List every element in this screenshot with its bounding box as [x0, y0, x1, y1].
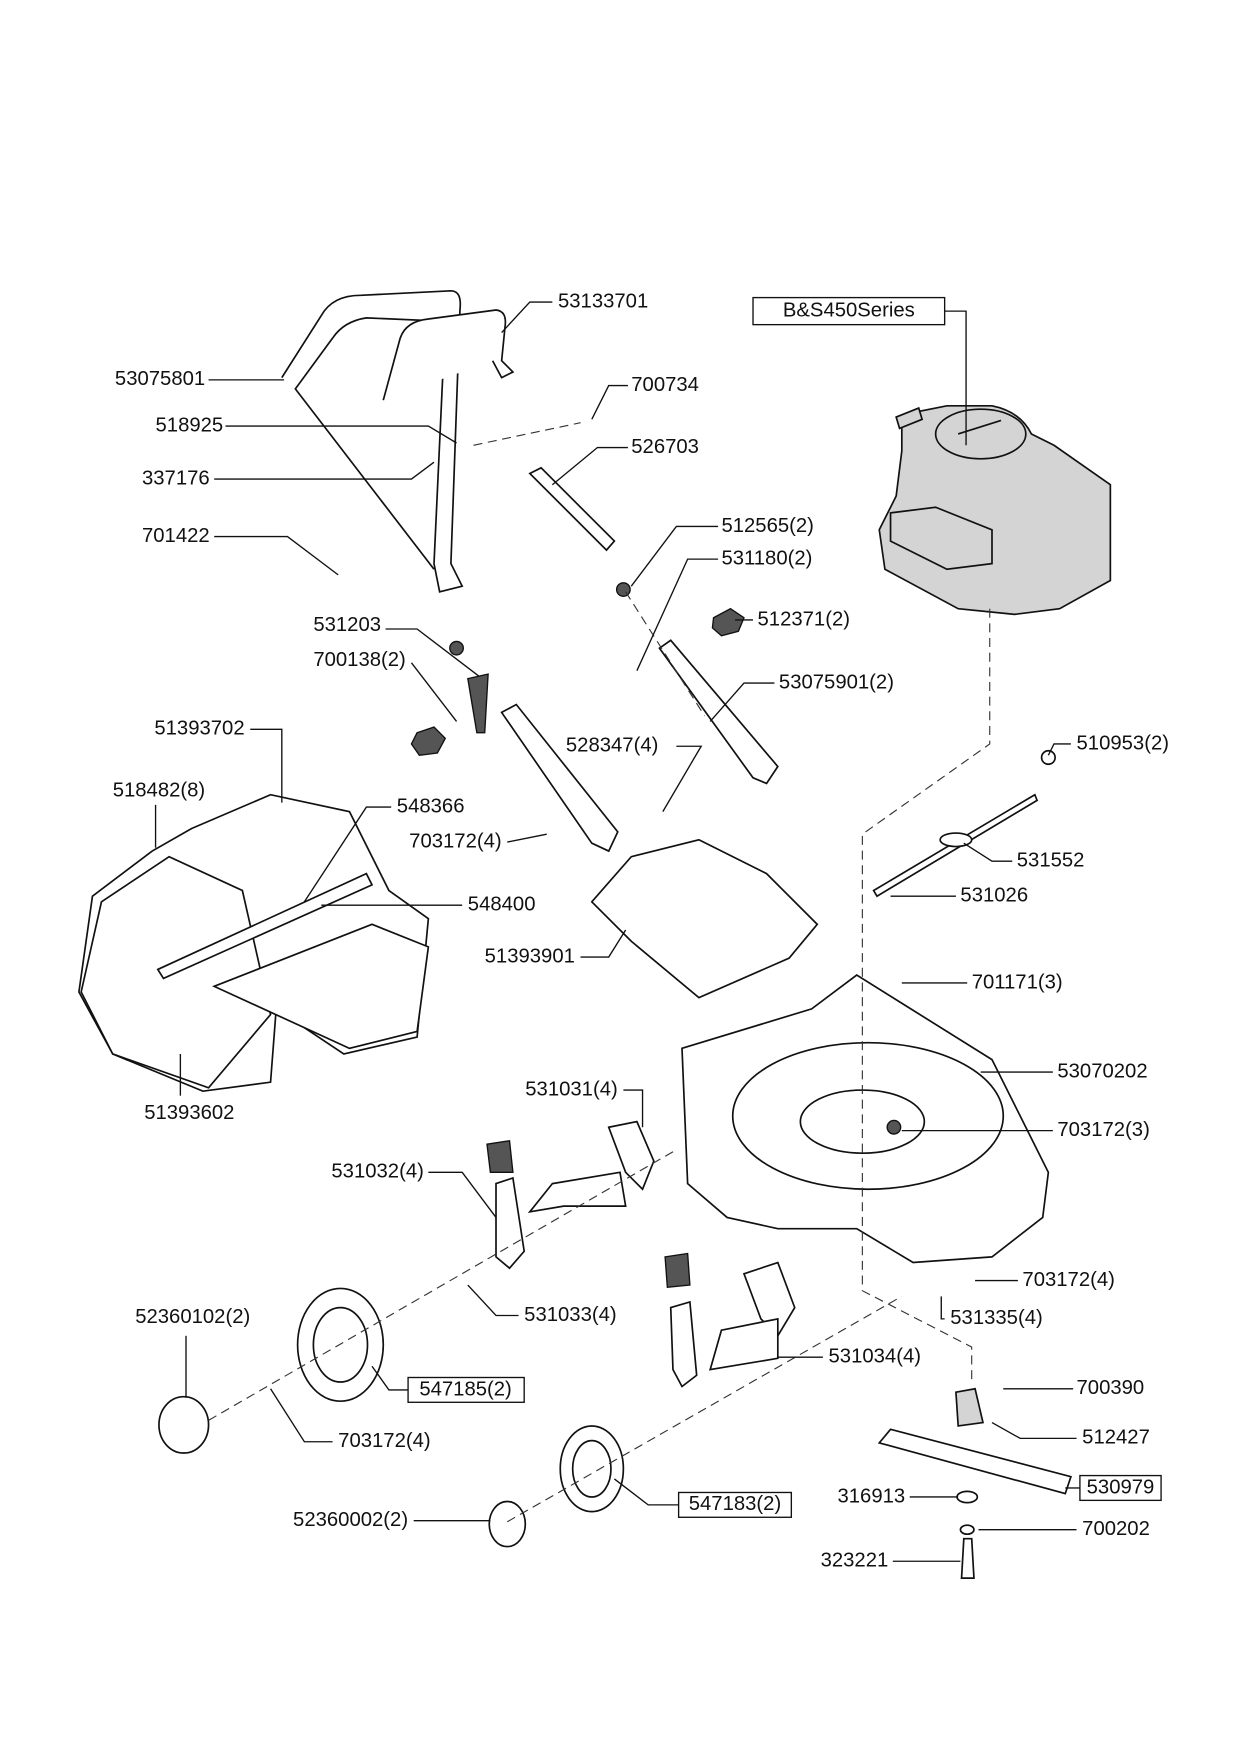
part-label: 337176: [142, 467, 210, 489]
box-530979: [1079, 1474, 1162, 1502]
part-label: 531203: [313, 614, 381, 636]
engine: [878, 404, 1112, 616]
part-label: 518925: [156, 414, 224, 436]
part-label: 700138(2): [313, 649, 405, 671]
part-label: 703172(3): [1057, 1119, 1149, 1141]
part-label: 518482(8): [113, 780, 205, 802]
deck: [681, 974, 1050, 1264]
part-label: 701171(3): [972, 971, 1063, 993]
part-label: 53133701: [558, 290, 648, 312]
knobs: [410, 582, 745, 756]
height-adjusters: [486, 1120, 796, 1388]
part-label: 510953(2): [1077, 732, 1169, 754]
part-label: 531032(4): [331, 1161, 423, 1183]
part-label: 700734: [631, 374, 699, 396]
mulch-plug: [590, 838, 819, 999]
part-label: 323221: [821, 1550, 889, 1572]
part-label: 701422: [142, 525, 210, 547]
part-label: 53075901(2): [779, 671, 894, 693]
part-label: 52360002(2): [293, 1509, 408, 1531]
part-label: 531033(4): [524, 1304, 616, 1326]
box-547183: [677, 1491, 793, 1518]
part-label: 52360102(2): [135, 1306, 250, 1328]
part-label: 531031(4): [525, 1078, 617, 1100]
part-label: 316913: [838, 1485, 906, 1507]
leader-lines: [154, 301, 1080, 1562]
part-label: 526703: [631, 436, 699, 458]
part-label: 51393702: [154, 718, 244, 740]
part-label: 547185(2): [419, 1378, 511, 1400]
engine-label-box: [752, 296, 946, 326]
axle: [872, 749, 1056, 898]
upper-handle: [281, 289, 515, 593]
part-label: 547183(2): [689, 1493, 781, 1515]
part-label: 548366: [397, 795, 465, 817]
part-label: 531180(2): [721, 547, 812, 569]
part-label: 53070202: [1057, 1060, 1147, 1082]
part-label: 703172(4): [409, 830, 501, 852]
part-label: 51393901: [485, 945, 575, 967]
part-label: 512371(2): [758, 608, 850, 630]
part-label: 700390: [1077, 1377, 1145, 1399]
part-label: 512565(2): [721, 515, 813, 537]
part-label: 53075801: [115, 368, 205, 390]
part-labels: 53133701 53075801 700734 518925 526703 3…: [113, 290, 1169, 1571]
part-label: 703172(4): [1022, 1269, 1114, 1291]
part-label: 528347(4): [566, 735, 658, 757]
engine-label: B&S450Series: [783, 299, 915, 321]
part-label: 703172(4): [338, 1430, 430, 1452]
part-label: 531034(4): [829, 1346, 921, 1368]
part-label: 531026: [960, 885, 1028, 907]
part-label: 700202: [1082, 1518, 1150, 1540]
part-label: 530979: [1087, 1476, 1155, 1498]
dashed-axis-lines: [208, 422, 991, 1523]
grass-catcher: [78, 793, 430, 1093]
blade-assembly: [877, 1387, 1072, 1579]
part-label: 512427: [1082, 1427, 1150, 1449]
wheels: [158, 1287, 625, 1548]
part-label: 531335(4): [950, 1307, 1042, 1329]
part-label: 51393602: [144, 1102, 234, 1124]
part-label: 548400: [468, 894, 536, 916]
part-label: 531552: [1017, 850, 1085, 872]
